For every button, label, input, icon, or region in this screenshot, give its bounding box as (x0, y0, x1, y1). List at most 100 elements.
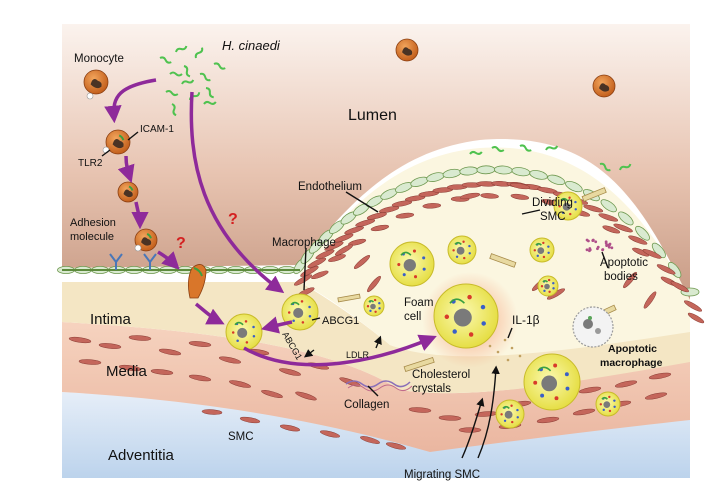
monocyte-lumen-1 (395, 38, 419, 62)
foam-cell (447, 235, 477, 265)
smooth-muscle-cell (334, 233, 354, 243)
smooth-muscle-cell (391, 200, 412, 207)
arrow-migrating-smc-2 (477, 365, 500, 459)
bacterium (159, 56, 172, 64)
apoptotic-body (585, 248, 589, 252)
apoptotic-body (604, 241, 608, 245)
smooth-muscle-cell (315, 249, 335, 260)
monocyte-transmigrating (188, 264, 207, 299)
smooth-muscle-cell (366, 212, 387, 220)
arrow-migrating-smc-1 (461, 397, 485, 459)
smooth-muscle-cell (311, 270, 329, 280)
apoptotic-bodies (585, 238, 614, 253)
smooth-muscle-cell (458, 427, 482, 433)
endothelial-cell (565, 180, 583, 193)
foam-cell (495, 399, 525, 429)
il1b-particles (488, 338, 522, 362)
smooth-muscle-cell (687, 312, 705, 324)
smooth-muscle-cell (386, 442, 406, 450)
foam-cell (595, 391, 621, 417)
media-region (62, 322, 690, 452)
smooth-muscle-cell (370, 224, 389, 232)
bacterium (183, 65, 191, 78)
arrow-to-adhesion (157, 250, 180, 270)
bacterium (165, 90, 179, 97)
label-dividing-line1: Dividing (532, 197, 573, 209)
bacterium (599, 162, 611, 172)
smooth-muscle-cell (648, 372, 672, 380)
smooth-muscle-cell (614, 380, 638, 388)
smooth-muscle-cell (583, 204, 604, 213)
monocyte-lumen-2 (592, 74, 616, 98)
monocyte-circulating (83, 69, 109, 95)
smooth-muscle-cell (279, 368, 301, 376)
smooth-muscle-cell (98, 343, 122, 349)
lumen-region (62, 24, 690, 300)
pointer-il1b (507, 327, 513, 339)
arrow-monocyte-down (104, 78, 157, 124)
label-endothelium: Endothelium (298, 181, 362, 193)
label-apoptotic-bodies-line2: bodies (604, 271, 638, 283)
smooth-muscle-cell (628, 235, 648, 245)
arrow-ldlr (373, 335, 382, 349)
apoptotic-body (594, 240, 598, 244)
smooth-muscle-cell (324, 241, 344, 251)
smooth-muscle-cell (360, 436, 380, 444)
smooth-muscle-cell (261, 389, 283, 399)
smooth-muscle-cell (218, 356, 242, 364)
label-collagen: Collagen (344, 399, 389, 411)
smooth-muscle-cell (510, 193, 530, 200)
smooth-muscle-cell (509, 182, 531, 190)
apoptotic-body (585, 238, 589, 242)
label-foam-line1: Foam (404, 297, 433, 309)
label-monocyte: Monocyte (74, 53, 124, 65)
label-adhesion-line1: Adhesion (70, 217, 116, 229)
label-cholesterol-line2: crystals (412, 383, 451, 395)
bacterium (171, 103, 177, 117)
apoptotic-body (591, 238, 595, 242)
smooth-muscle-cell (295, 391, 317, 401)
annotation-arrows (101, 131, 609, 459)
smooth-muscle-cell (355, 219, 376, 227)
pointer-apoptotic-bodies (601, 251, 609, 269)
h-cinaedi-bacteria (159, 45, 632, 172)
smooth-muscle-cell (395, 212, 415, 219)
smooth-muscle-cell (188, 341, 212, 347)
smooth-muscle-cell (68, 336, 92, 344)
question-mark-1: ? (228, 211, 238, 228)
endothelial-cell (600, 199, 617, 213)
foam-cell (537, 275, 559, 297)
smooth-muscle-cell (320, 430, 340, 438)
label-h-cinaedi: H. cinaedi (222, 38, 281, 53)
label-dividing-line2: SMC (540, 211, 566, 223)
label-icam1: ICAM-1 (140, 124, 174, 135)
bacterium (175, 45, 188, 53)
label-adhesion-line2: molecule (70, 231, 114, 243)
endothelial-cell (547, 174, 566, 186)
pointer-macrophage (303, 247, 307, 291)
apoptotic-body (596, 245, 600, 249)
pointer-icam (127, 131, 139, 141)
bacterium (203, 100, 217, 105)
smooth-muscle-cell (670, 281, 689, 293)
pointer-tlr2 (101, 149, 111, 157)
apoptotic-macrophage (572, 306, 614, 348)
smooth-muscle-cell (279, 424, 301, 432)
pointer-dividing (521, 209, 541, 215)
label-lumen: Lumen (348, 107, 397, 124)
bacterium (519, 144, 532, 152)
collagen-fibers (345, 380, 413, 392)
bacterium (169, 71, 183, 77)
monocytes (83, 38, 616, 299)
apoptotic-body (588, 247, 592, 250)
adhesion-molecules (109, 253, 157, 270)
smooth-muscle-cell (201, 409, 223, 415)
smooth-muscle-cell (335, 244, 353, 256)
smooth-muscle-cell (438, 415, 462, 421)
label-media: Media (106, 363, 148, 380)
foam-cell-lower (523, 353, 581, 411)
question-mark-2: ? (176, 235, 186, 252)
arrow-transmigration (194, 302, 225, 325)
smooth-muscle-cell (602, 225, 621, 234)
